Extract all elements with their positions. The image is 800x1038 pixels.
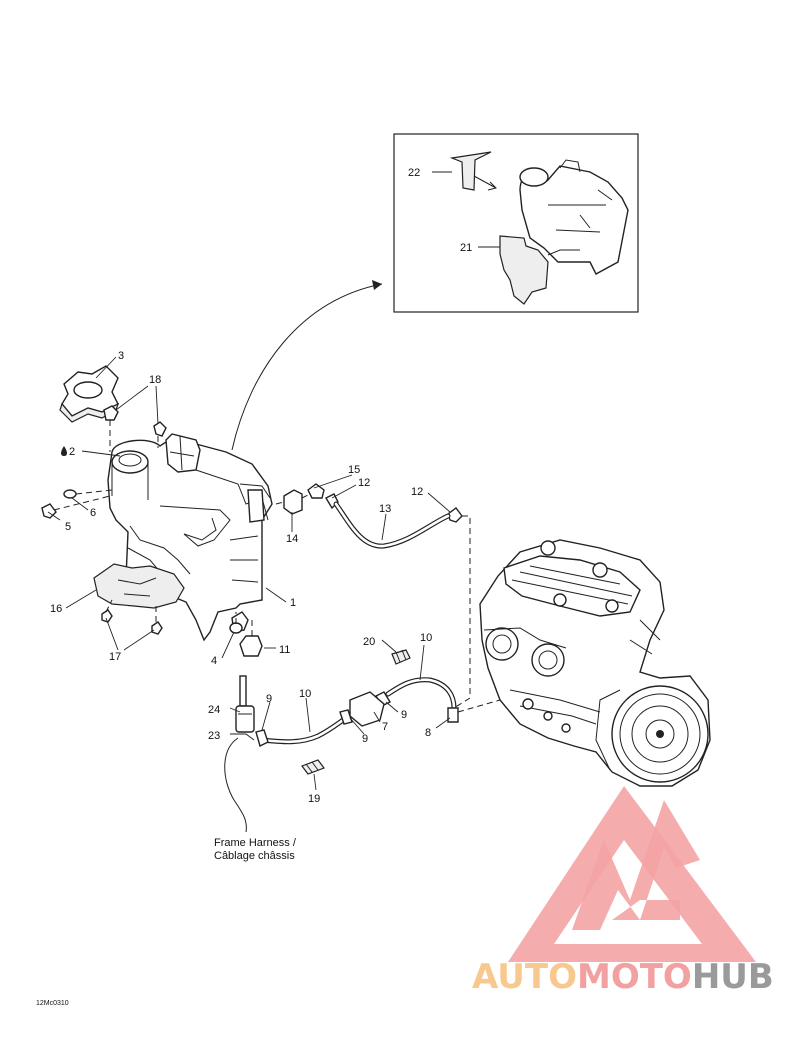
callout-8: 8 (425, 727, 431, 739)
callout-21: 21 (460, 242, 472, 254)
watermark-part2: MOTO (577, 957, 692, 997)
callout-10b: 10 (420, 632, 432, 644)
callout-23: 23 (208, 730, 220, 742)
callout-22: 22 (408, 167, 420, 179)
oil-drop-icon (61, 446, 67, 456)
figure-code: 12Mc0310 (36, 1000, 69, 1007)
callout-9a: 9 (266, 693, 272, 705)
watermark-part1: AUTO (472, 957, 577, 997)
callout-9c: 9 (401, 709, 407, 721)
callout-20: 20 (363, 636, 375, 648)
reference-arrow (231, 283, 383, 451)
watermark-part3: HUB (692, 957, 774, 997)
inset-detail (393, 133, 639, 313)
callout-10a: 10 (299, 688, 311, 700)
callout-6: 6 (90, 507, 96, 519)
callout-2: 2 (69, 446, 75, 458)
callout-9b: 9 (362, 733, 368, 745)
callout-11: 11 (279, 644, 290, 656)
callout-13: 13 (379, 503, 391, 515)
watermark-mark (572, 800, 700, 930)
engine (457, 539, 711, 787)
pump-and-hoses (224, 649, 459, 833)
harness-label-line2: Câblage châssis (214, 850, 295, 862)
callout-17: 17 (109, 651, 121, 663)
callout-3: 3 (118, 350, 124, 362)
hose-13 (333, 501, 451, 549)
callout-7: 7 (382, 721, 388, 733)
watermark-triangle (508, 786, 756, 962)
oil-tank (41, 365, 471, 709)
watermark-logo: AUTOMOTOHUB (472, 786, 774, 997)
callout-24: 24 (208, 704, 220, 716)
callout-12a: 12 (358, 477, 370, 489)
callout-labels: 1 2 3 4 5 6 7 8 9 9 9 10 10 11 12 12 13 … (50, 167, 472, 805)
callout-5: 5 (65, 521, 71, 533)
callout-16: 16 (50, 603, 62, 615)
callout-4: 4 (211, 655, 217, 667)
callout-15: 15 (348, 464, 360, 476)
watermark-text: AUTOMOTOHUB (472, 957, 774, 997)
leader-lines (47, 356, 451, 791)
callout-18: 18 (149, 374, 161, 386)
callout-1: 1 (290, 597, 296, 609)
callout-12b: 12 (411, 486, 423, 498)
harness-label-line1: Frame Harness / (214, 837, 297, 849)
callout-19: 19 (308, 793, 320, 805)
callout-14: 14 (286, 533, 298, 545)
